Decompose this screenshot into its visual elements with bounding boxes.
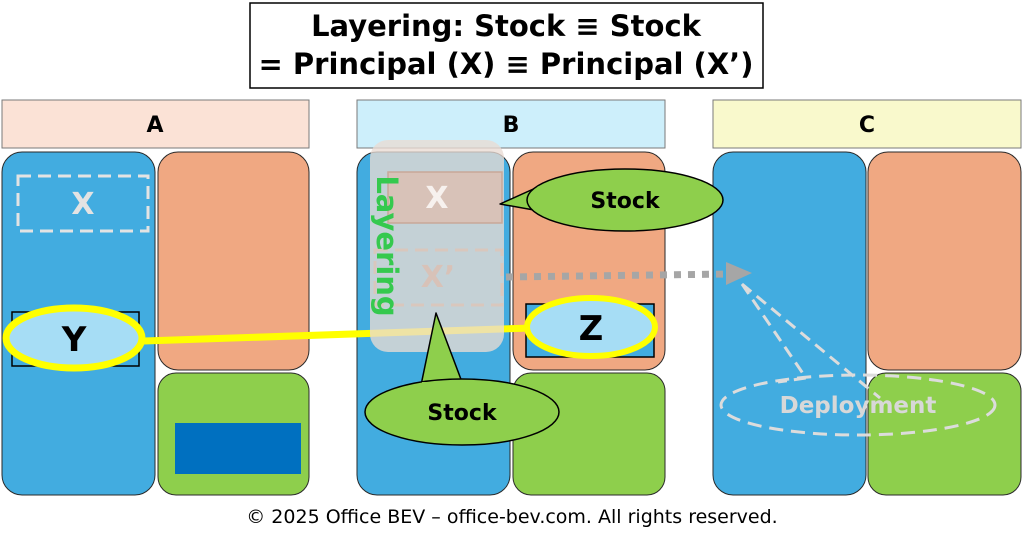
deployment-ellipse (719, 373, 997, 437)
header-c-label: C (859, 113, 875, 138)
x-label-b: X (425, 181, 448, 216)
y-label: Y (61, 320, 87, 360)
stock-callout-bottom: Stock (364, 312, 560, 446)
stock-top-label: Stock (590, 189, 661, 214)
stock-bottom-label: Stock (427, 401, 498, 426)
transfer-arrow-head (726, 262, 752, 285)
z-ellipse: Z (524, 295, 658, 359)
deployment-label: Deployment (780, 393, 937, 419)
x-label-a: X (71, 187, 94, 222)
x-prime-label: X’ (421, 260, 456, 295)
block-c-salmon (867, 151, 1022, 371)
z-label: Z (579, 309, 604, 349)
copyright-footer: © 2025 Office BEV – office-bev.com. All … (246, 506, 777, 528)
title-line-2: = Principal (X) ≡ Principal (X’) (259, 47, 754, 81)
transfer-arrow-line (505, 270, 731, 281)
header-b-label: B (503, 113, 520, 138)
title-box: Layering: Stock ≡ Stock = Principal (X) … (249, 2, 764, 89)
block-a-dark-blue (175, 423, 301, 474)
header-c: C (712, 99, 1022, 149)
x-prime-box (373, 248, 504, 307)
deployment-dashed-lines (740, 282, 881, 400)
layering-label: Layering (370, 175, 404, 316)
y-ellipse: Y (2, 304, 146, 372)
x-box-b (387, 171, 503, 224)
title-line-1: Layering: Stock ≡ Stock (311, 9, 702, 43)
x-box-a (16, 174, 150, 233)
block-a-salmon (157, 151, 310, 371)
header-b: B (356, 99, 666, 149)
header-a-label: A (146, 113, 163, 138)
stock-callout-top: Stock (499, 168, 724, 232)
header-a: A (1, 99, 310, 149)
